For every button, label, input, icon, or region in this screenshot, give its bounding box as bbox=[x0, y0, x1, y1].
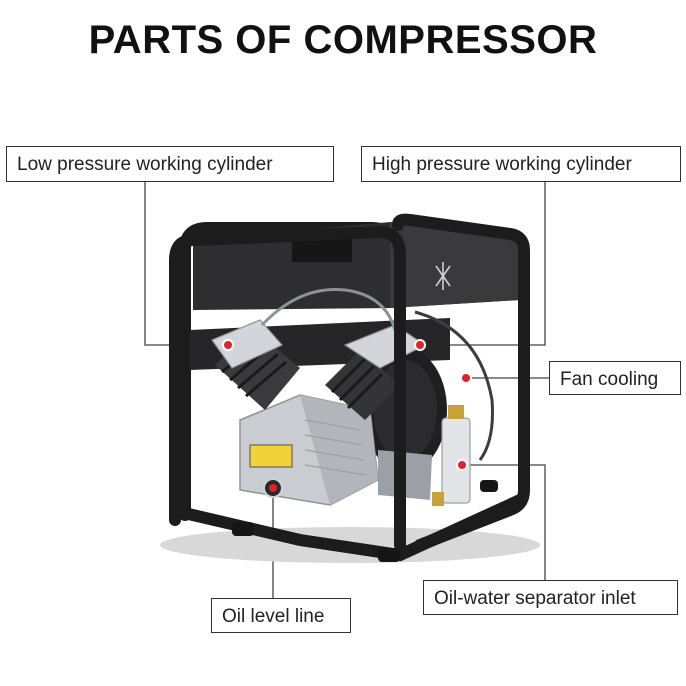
leader-high-pressure bbox=[420, 182, 546, 346]
front-frame bbox=[169, 225, 406, 551]
coil-hose bbox=[414, 310, 494, 461]
crankcase bbox=[239, 394, 379, 506]
label-fan-cooling: Fan cooling bbox=[549, 361, 681, 395]
foot bbox=[480, 480, 498, 492]
low-pressure-cylinder bbox=[211, 319, 300, 410]
foot bbox=[378, 548, 400, 562]
transfer-hose bbox=[260, 287, 397, 331]
label-high-pressure-cylinder: High pressure working cylinder bbox=[361, 146, 681, 182]
leader-separator bbox=[462, 464, 546, 580]
label-oil-water-separator-inlet: Oil-water separator inlet bbox=[423, 580, 678, 615]
label-oil-level-line: Oil level line bbox=[211, 598, 351, 633]
oil-water-separator bbox=[432, 405, 471, 506]
marker-fan bbox=[460, 372, 472, 384]
diagram-title: PARTS OF COMPRESSOR bbox=[88, 18, 598, 62]
brand-logo-icon bbox=[435, 262, 451, 290]
label-low-pressure-cylinder: Low pressure working cylinder bbox=[6, 146, 334, 182]
foot bbox=[232, 522, 254, 536]
